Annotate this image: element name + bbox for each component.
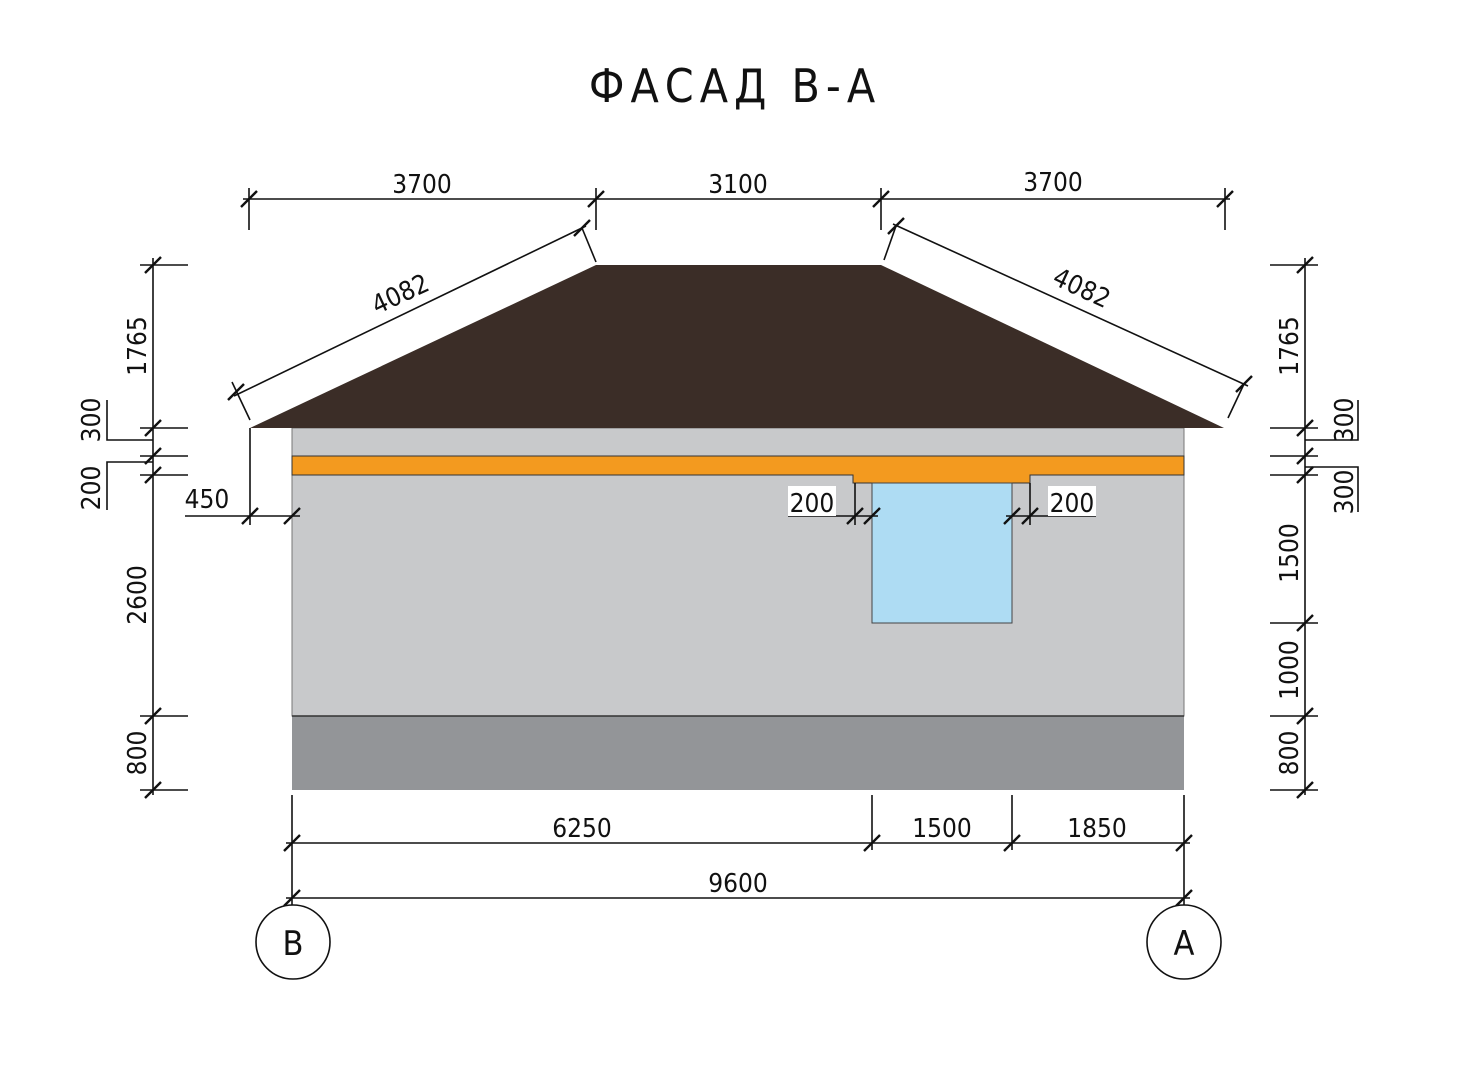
dim-left-plinth: 800 <box>123 731 153 776</box>
dimension-tick <box>1175 889 1193 907</box>
dimension-tick <box>283 889 301 907</box>
dim-top-right: 3700 <box>1023 168 1083 198</box>
dim-bottom-window: 1500 <box>912 814 972 844</box>
window <box>871 482 1013 624</box>
dimension-lines <box>106 188 1359 907</box>
dimension-tick <box>1175 834 1193 852</box>
dim-right-sill: 1000 <box>1275 640 1305 700</box>
dim-left-band: 200 <box>77 466 107 511</box>
dim-right-plinth: 800 <box>1275 731 1305 776</box>
dimension-tick <box>573 219 591 237</box>
dim-window-left-offset: 200 <box>790 489 835 519</box>
axis-marker-b: В <box>255 904 331 980</box>
dimension-tick <box>863 834 881 852</box>
dim-top-middle: 3100 <box>708 170 768 200</box>
dim-window-right-offset: 200 <box>1050 489 1095 519</box>
dimension-tick <box>283 507 301 525</box>
dim-right-lintel: 300 <box>1330 470 1360 515</box>
dim-right-roof: 1765 <box>1275 316 1305 376</box>
dim-bottom-left: 6250 <box>552 814 612 844</box>
dimension-tick <box>846 507 864 525</box>
dimension-tick <box>1003 834 1021 852</box>
drawing-title: ФАСАД В-А <box>589 59 881 113</box>
dim-left-wall: 2600 <box>123 565 153 625</box>
dimension-tick <box>283 834 301 852</box>
building-elevation <box>250 265 1224 790</box>
axis-label-a: А <box>1174 924 1195 964</box>
dimension-tick <box>863 507 881 525</box>
dim-overall: 9600 <box>708 869 768 899</box>
dimension-tick <box>1021 507 1039 525</box>
dim-top-left: 3700 <box>392 170 452 200</box>
dim-left-roof: 1765 <box>123 316 153 376</box>
dim-left-eave: 300 <box>77 398 107 443</box>
dim-slope-left: 4082 <box>367 269 434 321</box>
dim-overhang: 450 <box>185 485 230 515</box>
wall <box>291 427 1185 717</box>
plinth <box>292 716 1184 790</box>
dim-bottom-right: 1850 <box>1067 814 1127 844</box>
dimension-tick <box>227 383 245 401</box>
dimension-tick <box>1235 375 1253 393</box>
dimension-tick <box>887 217 905 235</box>
dim-right-window: 1500 <box>1275 523 1305 583</box>
dim-slope-right: 4082 <box>1048 263 1115 315</box>
dim-right-eave: 300 <box>1330 398 1360 443</box>
dimension-tick <box>1003 507 1021 525</box>
axis-marker-a: А <box>1146 904 1222 980</box>
dimension-tick <box>241 507 259 525</box>
axis-label-b: В <box>283 924 304 964</box>
roof <box>250 265 1224 428</box>
